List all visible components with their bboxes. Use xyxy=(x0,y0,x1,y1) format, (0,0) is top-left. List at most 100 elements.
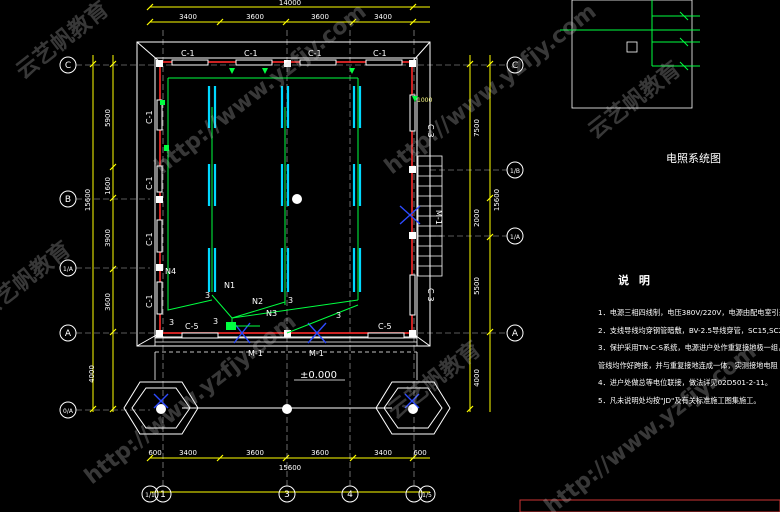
door-labels: M-1 M-1 M-1 xyxy=(248,210,443,358)
dim-bottom-1: 3400 xyxy=(179,449,197,457)
window-label-left-4: C-1 xyxy=(145,294,154,308)
right-dims: 7500 2000 5500 15600 4000 xyxy=(473,119,501,387)
switches xyxy=(160,68,418,330)
dim-small-1000: 1000 xyxy=(417,97,432,104)
axis-labels: C B 1/A A 0/A C 1/B 1/A A 1/1 1 3 4 1/5 xyxy=(63,61,521,500)
note-item: 1．电源三相四线制，电压380V/220V，电源由配电室引来。 xyxy=(598,308,780,317)
window-labels: C-1 C-1 C-1 C-1 C-1 C-1 C-1 C-1 C-5 C-5 … xyxy=(145,49,435,331)
dim-left-5: 4000 xyxy=(88,365,96,383)
circuit-label-3d: 3 xyxy=(169,318,174,327)
window-label-bottom-2: C-5 xyxy=(378,322,392,331)
corner-points xyxy=(156,404,418,414)
dim-bottom-3: 3600 xyxy=(311,449,329,457)
wall-outer xyxy=(154,57,418,338)
dim-right-3: 5500 xyxy=(473,277,481,295)
dim-right-4: 4000 xyxy=(473,369,481,387)
axis-label-col-4: 4 xyxy=(347,490,353,500)
dim-bottom-2: 3600 xyxy=(246,449,264,457)
window-label-top-4: C-1 xyxy=(373,49,387,58)
circuit-label-3e: 3 xyxy=(213,317,218,326)
dim-top-3: 3600 xyxy=(311,13,329,21)
grid-axis-bubbles xyxy=(59,56,524,503)
note-item: 2．支线导线均穿钢管暗敷，BV-2.5导线穿管，SC15,SC20，进 xyxy=(598,325,780,335)
window-label-bottom-1: C-5 xyxy=(185,322,199,331)
axis-label-b-left: B xyxy=(65,195,71,205)
system-diagram-frame xyxy=(571,0,693,109)
dim-right-1: 7500 xyxy=(473,119,481,137)
circuit-label-n3: N3 xyxy=(266,309,277,318)
axis-label-0a-left: 0/A xyxy=(63,408,74,415)
note-item: 3．保护采用TN-C-S系统，电源进户处作重复接地极一组， xyxy=(598,343,780,352)
axis-label-c-left: C xyxy=(65,61,71,71)
dim-top-total: 14000 xyxy=(279,0,301,7)
columns xyxy=(156,60,416,337)
wall-lines xyxy=(159,61,413,334)
window-label-right-1: C-3 xyxy=(426,124,435,138)
dim-bottom-small-2: 600 xyxy=(413,449,426,457)
window-label-top-3: C-1 xyxy=(308,49,322,58)
system-diagram-wiring xyxy=(560,0,700,71)
door-label-right: M-1 xyxy=(434,210,443,225)
circuit-labels: N1 N2 N3 N4 3 3 3 3 3 xyxy=(165,267,341,327)
bottom-dims: 600 3400 3600 3600 3400 600 15600 xyxy=(148,449,426,472)
dim-bottom-small-1: 600 xyxy=(148,449,161,457)
axis-label-c-right: C xyxy=(512,61,518,71)
dim-left-1: 5900 xyxy=(104,109,112,127)
dim-top-2: 3600 xyxy=(246,13,264,21)
dim-right-total: 15600 xyxy=(493,189,501,211)
lamps xyxy=(207,86,362,292)
axis-label-col-1-1: 1/1 xyxy=(145,492,155,499)
window-label-top-2: C-1 xyxy=(244,49,258,58)
roof-outline xyxy=(136,41,431,347)
window-label-top-1: C-1 xyxy=(181,49,195,58)
axis-label-1b-right: 1/B xyxy=(510,168,520,175)
window-label-left-2: C-1 xyxy=(145,176,154,190)
axis-label-col-3: 3 xyxy=(284,490,290,500)
ceiling-fixture-icon xyxy=(292,194,302,204)
window-label-left-3: C-1 xyxy=(145,232,154,246)
left-dims: 15600 5900 1600 3900 3600 4000 xyxy=(84,109,112,383)
dim-top-1: 3400 xyxy=(179,13,197,21)
wiring xyxy=(167,77,359,334)
windows xyxy=(156,59,416,339)
dimension-ticks xyxy=(89,3,494,462)
notes-title: 说 明 xyxy=(618,274,653,287)
axis-label-a-right: A xyxy=(512,329,519,339)
dim-left-total: 15600 xyxy=(84,189,92,211)
door-label-bottom-2: M-1 xyxy=(309,349,324,358)
axis-label-a-left: A xyxy=(65,329,72,339)
dim-top-4: 3400 xyxy=(374,13,392,21)
axis-label-col-1: 1 xyxy=(160,490,166,500)
right-stairs xyxy=(417,155,443,277)
dim-left-3: 3900 xyxy=(104,229,112,247)
note-item: 管线均作好跨接，并与重复接地连成一体，实测接地电阻 xyxy=(598,360,778,370)
dim-bottom-4: 3400 xyxy=(374,449,392,457)
dim-bottom-total: 15600 xyxy=(279,464,301,472)
system-diagram-title: 电照系统图 xyxy=(666,152,721,165)
window-label-left-1: C-1 xyxy=(145,110,154,124)
axis-label-col-1-5: 1/5 xyxy=(422,492,432,499)
dim-left-2: 1600 xyxy=(104,177,112,195)
note-item: 4．进户处做总等电位联接，做法详见02D501-2-11。 xyxy=(598,378,773,387)
door-label-bottom-1: M-1 xyxy=(248,349,263,358)
elevation-label: ±0.000 xyxy=(300,370,337,381)
axis-label-1a-left: 1/A xyxy=(63,266,74,273)
bottom-stairs xyxy=(154,337,418,380)
dim-right-2: 2000 xyxy=(473,209,481,227)
top-dims: 3400 3600 3600 3400 xyxy=(179,13,392,21)
circuit-label-n2: N2 xyxy=(252,297,263,306)
circuit-label-n4: N4 xyxy=(165,267,176,276)
circuit-label-3a: 3 xyxy=(205,291,210,300)
notes-list: 1．电源三相四线制，电压380V/220V，电源由配电室引来。 2．支线导线均穿… xyxy=(598,304,780,409)
window-label-right-2: C-3 xyxy=(426,288,435,302)
corner-pavilions xyxy=(123,381,451,435)
axis-label-1a-right: 1/A xyxy=(510,234,521,241)
note-item: 5．凡未说明处均按"JD"及有关标准施工图集施工。 xyxy=(598,395,761,405)
circuit-label-3b: 3 xyxy=(288,296,293,305)
dimension-lines xyxy=(92,6,491,493)
dim-left-4: 3600 xyxy=(104,293,112,311)
circuit-label-3c: 3 xyxy=(336,311,341,320)
circuit-label-n1: N1 xyxy=(224,281,235,290)
